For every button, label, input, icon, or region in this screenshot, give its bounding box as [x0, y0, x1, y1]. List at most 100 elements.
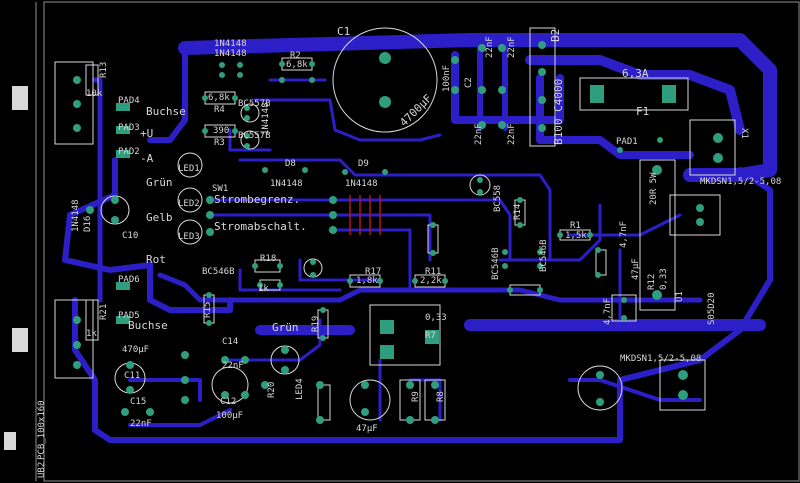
- bc546b-label: BC546B: [491, 247, 501, 280]
- u1-label: U1: [675, 291, 685, 302]
- jumpers: [349, 195, 381, 235]
- led1-label: LED1: [178, 164, 200, 174]
- copper-traces: [62, 33, 777, 443]
- c13-value: 47µF: [356, 424, 378, 434]
- c8-value: 4,7nF: [603, 297, 613, 325]
- r17-label: R17: [365, 267, 382, 277]
- r21-value: 1k: [86, 329, 97, 339]
- r12-label: R12: [647, 273, 657, 290]
- r18-label: R18: [260, 254, 277, 264]
- bc558-label: BC558: [493, 184, 503, 212]
- r9-label: R9: [411, 391, 421, 402]
- plus-u-label: +U: [140, 127, 154, 140]
- d2-label: 1N4148: [214, 49, 247, 59]
- gruen1-label: Grün: [146, 176, 173, 189]
- r2-value: 6,8k: [286, 60, 308, 70]
- c14-label: C14: [222, 337, 239, 347]
- u1-value: S05D20: [707, 292, 717, 325]
- d8-label: D8: [285, 159, 296, 169]
- minus-a-label: -A: [140, 152, 154, 165]
- r13-value: 10k: [86, 89, 103, 99]
- r17-value: 1,8k: [356, 276, 378, 286]
- c7-value: 4,7nF: [619, 220, 629, 248]
- r20-label: R20: [267, 381, 277, 398]
- led4-label: LED4: [295, 378, 305, 400]
- r8-label: R8: [436, 391, 446, 402]
- c15-value: 22nF: [130, 419, 152, 429]
- r1-label: R1: [570, 221, 581, 231]
- r19-label: R19: [311, 315, 321, 332]
- mkds1-label: MKDSN1,5/2-5,08: [700, 177, 782, 187]
- c2-value: 100nF: [442, 64, 452, 92]
- c10-label: C10: [122, 231, 139, 241]
- d8-value: 1N4148: [270, 179, 303, 189]
- d9-label: D9: [358, 159, 369, 169]
- pad6-label: PAD6: [118, 275, 140, 285]
- d1-label: 1N4148: [214, 39, 247, 49]
- r13-label: R13: [99, 61, 109, 78]
- c1-label: C1: [337, 25, 351, 38]
- c9-value: 47µF: [631, 258, 641, 280]
- strombegrenz-label: Strombegrenz.: [214, 193, 301, 206]
- c12-label: C12: [220, 397, 237, 407]
- fuse-value: 6,3A: [622, 67, 649, 80]
- pcb-label: PCB_100x160: [37, 400, 47, 460]
- pad1-label: PAD1: [616, 137, 638, 147]
- bc557b1-label: BC557B: [238, 99, 271, 109]
- gruen2-label: Grün: [272, 321, 299, 334]
- r12-value: 0,33: [659, 268, 669, 290]
- d16-label: D16: [83, 215, 93, 232]
- pad5-label: PAD5: [118, 311, 140, 321]
- f1-label: F1: [636, 105, 650, 118]
- c2-label: C2: [464, 77, 474, 88]
- r18-value: 1k: [258, 284, 269, 294]
- r14-label: R14: [513, 203, 523, 220]
- bc557b2-label: BC557B: [238, 131, 271, 141]
- mkds2-label: MKDSN1,5/2-5,08: [620, 354, 702, 364]
- d16-value: 1N4148: [71, 199, 81, 232]
- r4-value: 6,8k: [208, 93, 230, 103]
- r21-label: R21: [99, 303, 109, 320]
- ub2-label: UB2: [37, 461, 47, 478]
- c12-value: 100µF: [216, 411, 244, 421]
- r12-power: 20R 5W: [649, 172, 659, 205]
- c15-label: C15: [130, 397, 147, 407]
- buchse1-label: Buchse: [146, 105, 186, 118]
- c5-value: 22nF: [474, 123, 484, 145]
- bc546b2-label: BC546B: [539, 239, 549, 272]
- r7-value: 0,33: [425, 313, 447, 323]
- left-jacks: [4, 86, 28, 450]
- rot-label: Rot: [146, 253, 166, 266]
- r15-label: R15: [203, 301, 213, 318]
- r7-label: R7: [425, 331, 436, 341]
- board-outline: [35, 1, 800, 482]
- r4-label: R4: [214, 105, 225, 115]
- r3-label: R3: [214, 138, 225, 148]
- b2-label: B2: [549, 28, 562, 42]
- d3-label: 1N4148: [261, 102, 271, 135]
- c3-value: 22nF: [485, 36, 495, 58]
- c11-value: 470µF: [122, 345, 150, 355]
- stromabschalt-label: Stromabschalt.: [214, 220, 307, 233]
- gelb-label: Gelb: [146, 211, 173, 224]
- pad3-label: PAD3: [118, 123, 140, 133]
- pad4-label: PAD4: [118, 96, 140, 106]
- c11-label: C11: [124, 371, 141, 381]
- pad2-label: PAD2: [118, 147, 140, 157]
- c14-value: 22nF: [222, 361, 244, 371]
- bridge-label: B100 C4000: [552, 78, 565, 145]
- pads: [73, 41, 723, 424]
- x1-label: X1: [739, 128, 749, 139]
- c6-value: 22nF: [507, 123, 517, 145]
- bc546b3-label: BC546B: [202, 267, 235, 277]
- r11-value: 2,2k: [420, 276, 442, 286]
- r2-label: R2: [290, 51, 301, 61]
- r11-label: R11: [425, 267, 442, 277]
- buchse2-label: Buchse: [128, 319, 168, 332]
- sw1-label: SW1: [212, 184, 229, 194]
- r1-value: 1,5k: [565, 231, 587, 241]
- led3-label: LED3: [178, 232, 200, 242]
- led2-label: LED2: [178, 199, 200, 209]
- r3-value: 390: [213, 126, 230, 136]
